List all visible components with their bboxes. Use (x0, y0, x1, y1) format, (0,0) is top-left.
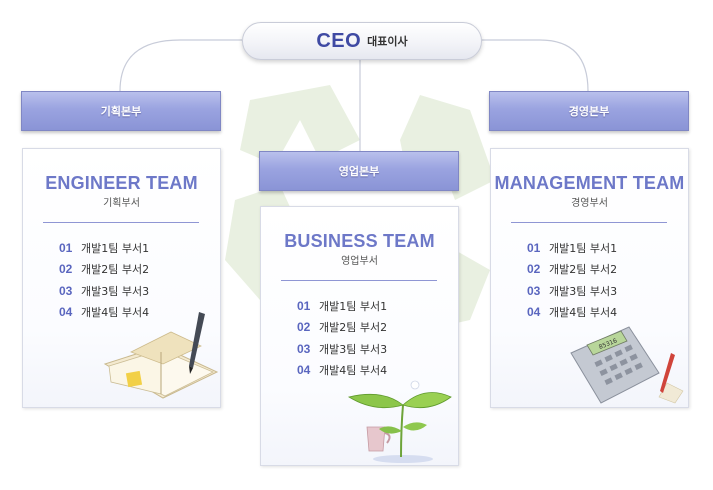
calculator-icon: 85316 (570, 326, 684, 404)
divider (511, 222, 667, 223)
item-label: 개발4팀 부서4 (319, 364, 388, 378)
item-label: 개발1팀 부서1 (549, 241, 618, 255)
item-number: 01 (297, 298, 311, 313)
list-item[interactable]: 03 개발3팀 부서3 (297, 338, 387, 360)
item-label: 개발3팀 부서3 (549, 284, 618, 298)
ceo-subtitle: 대표이사 (367, 35, 408, 48)
list-item[interactable]: 02 개발2팀 부서2 (297, 317, 387, 339)
divider (43, 222, 199, 223)
business-team-card: BUSINESS TEAM 영업부서 01 개발1팀 부서1 02 개발2팀 부서2… (260, 206, 459, 466)
team-subtitle: 영업부서 (341, 256, 378, 267)
item-label: 개발2팀 부서2 (319, 321, 388, 335)
division-label: 기획본부 (100, 105, 142, 118)
item-number: 04 (527, 305, 541, 320)
division-label: 영업본부 (338, 165, 380, 178)
ceo-title: CEO (316, 29, 362, 52)
item-number: 01 (527, 240, 541, 255)
team-subtitle: 경영부서 (571, 198, 608, 209)
book-and-pen-icon (103, 312, 219, 399)
item-number: 04 (297, 363, 311, 378)
item-label: 개발4팀 부서4 (549, 306, 618, 320)
item-number: 02 (527, 262, 541, 277)
division-planning[interactable]: 기획본부 (21, 91, 221, 131)
team-list: 01 개발1팀 부서1 02 개발2팀 부서2 03 개발3팀 부서3 04 개발4팀 … (527, 237, 617, 323)
team-list: 01 개발1팀 부서1 02 개발2팀 부서2 03 개발3팀 부서3 04 개발4팀 … (59, 237, 149, 323)
item-label: 개발2팀 부서2 (549, 263, 618, 277)
management-team-card: MANAGEMENT TEAM 경영부서 01 개발1팀 부서1 02 개발2팀 부… (490, 148, 689, 408)
divider (281, 280, 437, 281)
list-item[interactable]: 04 개발4팀 부서4 (527, 302, 617, 324)
item-label: 개발1팀 부서1 (81, 241, 150, 255)
item-label: 개발3팀 부서3 (81, 284, 150, 298)
item-label: 개발1팀 부서1 (319, 299, 388, 313)
item-label: 개발3팀 부서3 (319, 342, 388, 356)
item-number: 02 (59, 262, 73, 277)
list-item[interactable]: 03 개발3팀 부서3 (527, 280, 617, 302)
list-item[interactable]: 02 개발2팀 부서2 (59, 259, 149, 281)
team-title: BUSINESS TEAM (284, 231, 435, 251)
division-sales[interactable]: 영업본부 (259, 151, 459, 191)
item-label: 개발2팀 부서2 (81, 263, 150, 277)
item-number: 03 (297, 341, 311, 356)
item-number: 02 (297, 320, 311, 335)
team-title: MANAGEMENT TEAM (494, 173, 685, 193)
team-list: 01 개발1팀 부서1 02 개발2팀 부서2 03 개발3팀 부서3 04 개발4팀 … (297, 295, 387, 381)
list-item[interactable]: 02 개발2팀 부서2 (527, 259, 617, 281)
division-management[interactable]: 경영본부 (489, 91, 689, 131)
ceo-node[interactable]: CEO 대표이사 (242, 22, 482, 60)
list-item[interactable]: 01 개발1팀 부서1 (59, 237, 149, 259)
list-item[interactable]: 01 개발1팀 부서1 (527, 237, 617, 259)
list-item[interactable]: 01 개발1팀 부서1 (297, 295, 387, 317)
item-number: 03 (527, 283, 541, 298)
team-title: ENGINEER TEAM (45, 173, 198, 193)
list-item[interactable]: 04 개발4팀 부서4 (59, 302, 149, 324)
team-subtitle: 기획부서 (103, 198, 140, 209)
list-item[interactable]: 03 개발3팀 부서3 (59, 280, 149, 302)
division-label: 경영본부 (568, 105, 610, 118)
item-label: 개발4팀 부서4 (81, 306, 150, 320)
item-number: 01 (59, 240, 73, 255)
sprout-and-cup-icon (347, 380, 452, 463)
engineer-team-card: ENGINEER TEAM 기획부서 01 개발1팀 부서1 02 개발2팀 부서2… (22, 148, 221, 408)
item-number: 03 (59, 283, 73, 298)
list-item[interactable]: 04 개발4팀 부서4 (297, 360, 387, 382)
item-number: 04 (59, 305, 73, 320)
